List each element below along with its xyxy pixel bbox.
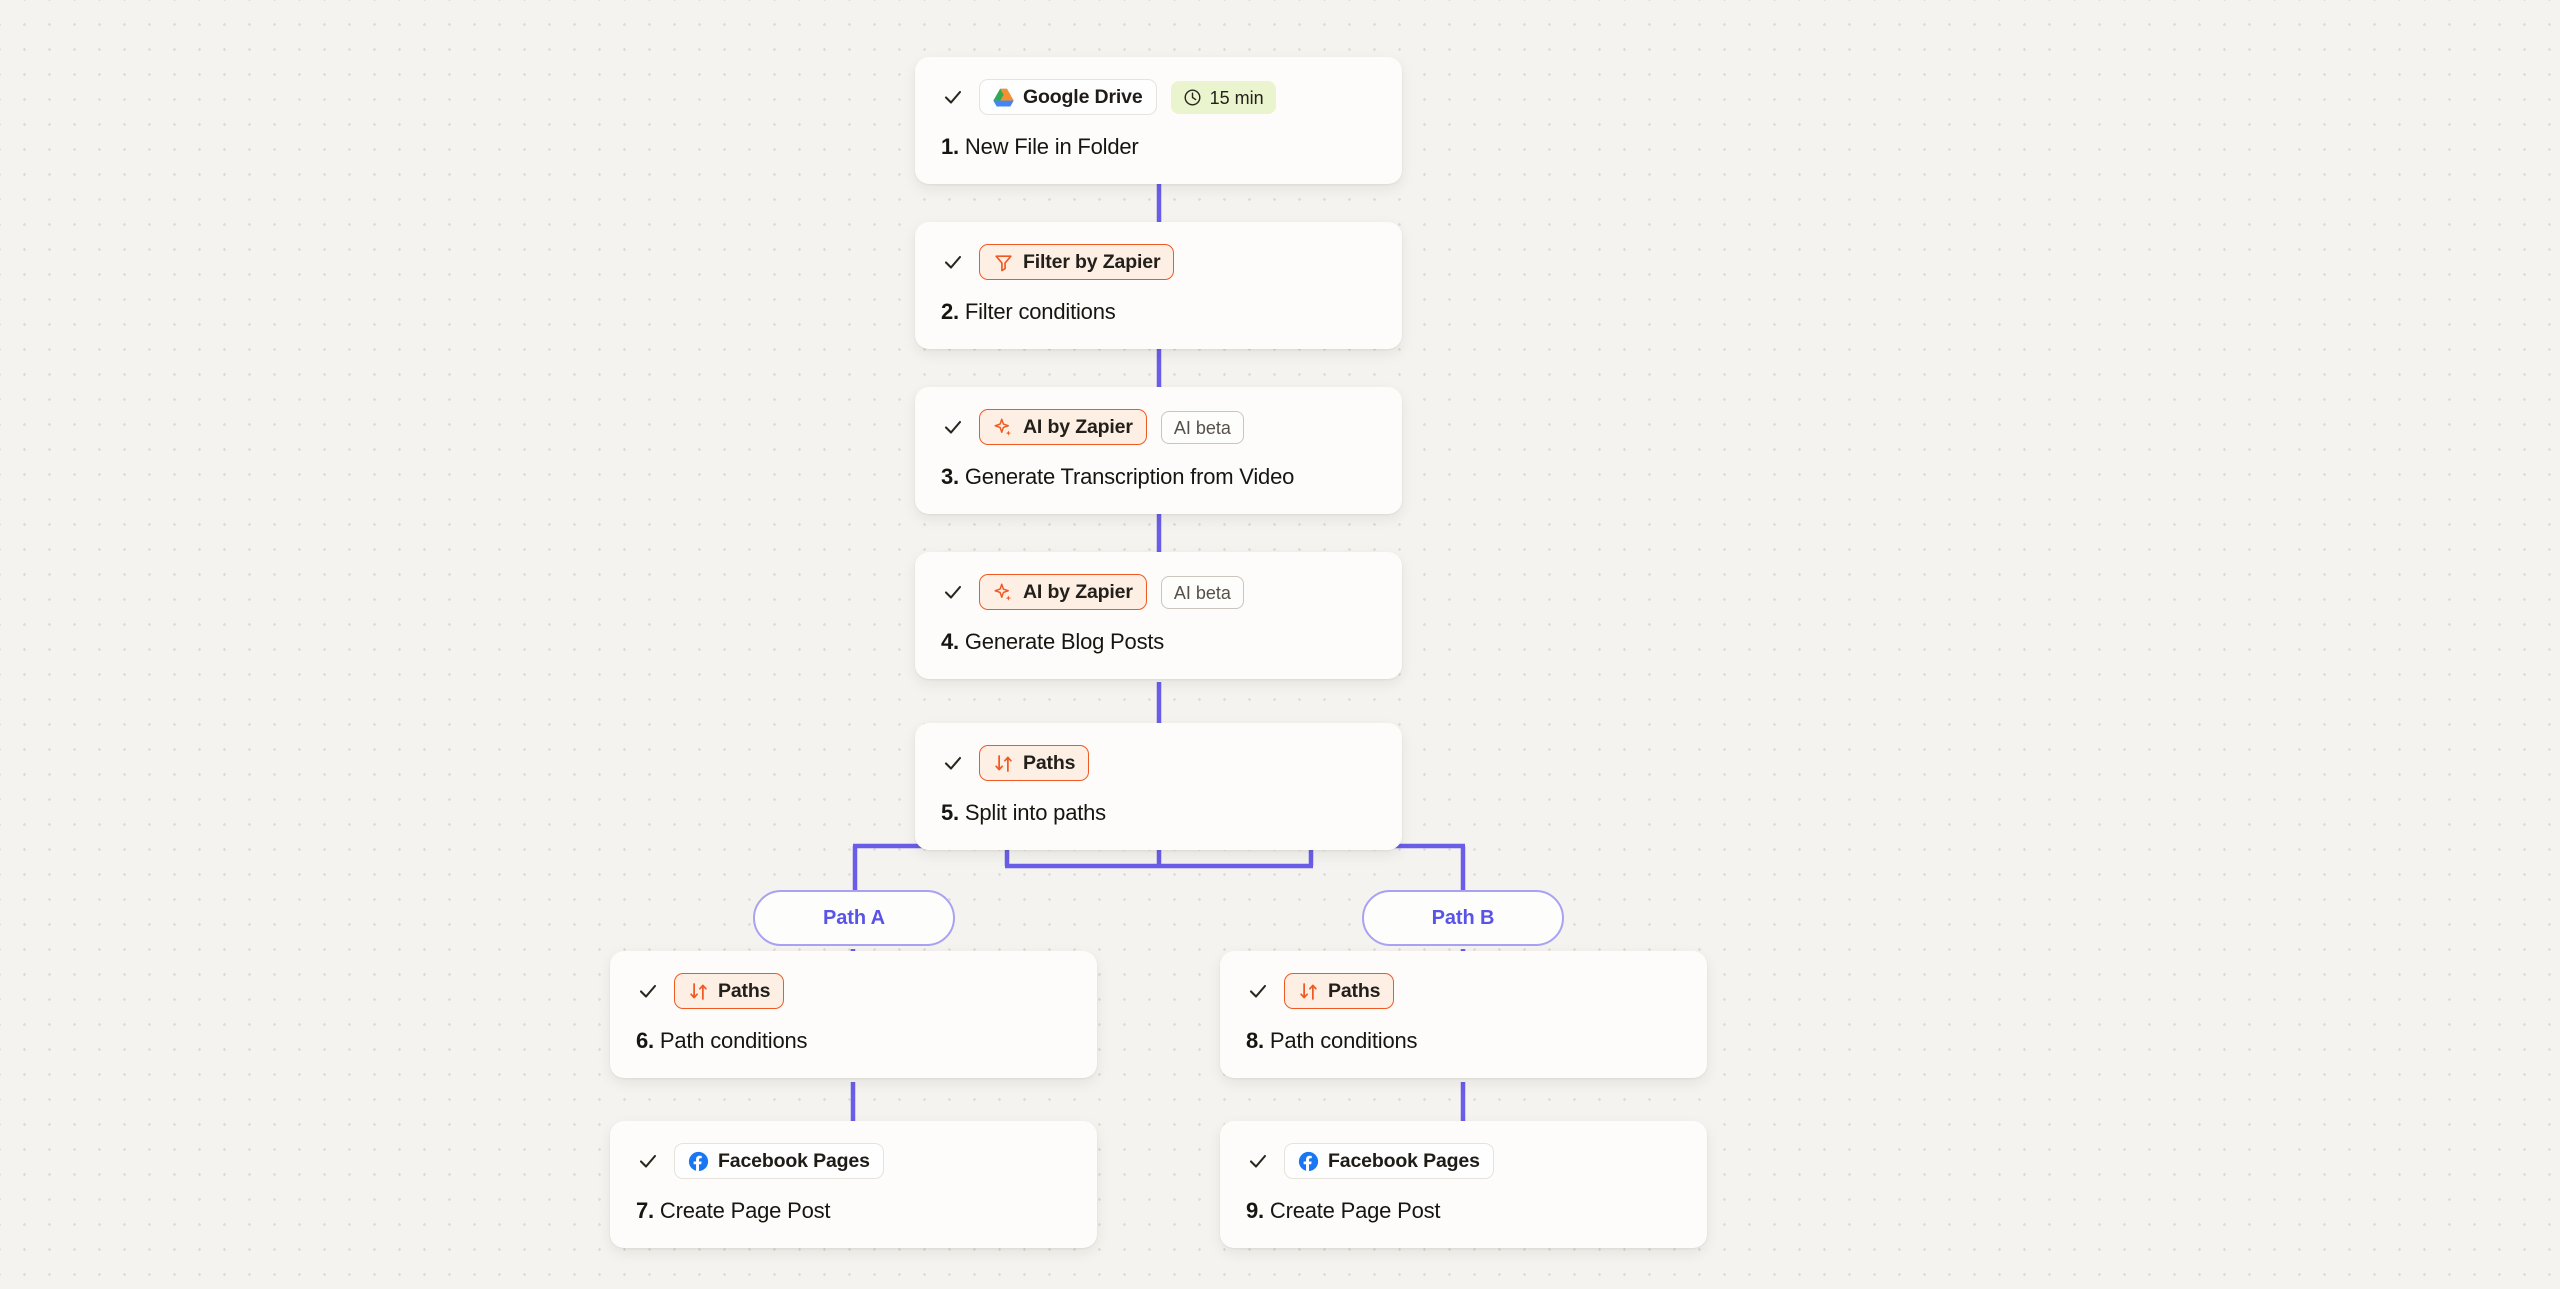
step-title: 2. Filter conditions xyxy=(941,299,1376,325)
app-chip-label: Filter by Zapier xyxy=(1023,250,1161,273)
app-chip-facebook-pages[interactable]: Facebook Pages xyxy=(1284,1143,1494,1179)
paths-icon xyxy=(690,982,707,1000)
step-card-9[interactable]: Facebook Pages 9. Create Page Post xyxy=(1220,1121,1707,1249)
check-icon[interactable] xyxy=(636,979,660,1003)
ai-beta-badge: AI beta xyxy=(1160,575,1244,609)
app-chip-label: Paths xyxy=(1023,751,1076,774)
step-name: Path conditions xyxy=(1269,1028,1418,1053)
step-number: 3. xyxy=(941,464,959,489)
duration-badge-label: 15 min xyxy=(1209,87,1264,108)
paths-icon xyxy=(995,754,1012,772)
step-card-header: Google Drive 15 min xyxy=(941,79,1376,115)
step-card-4[interactable]: AI by Zapier AI beta 4. Generate Blog Po… xyxy=(915,552,1402,680)
app-chip-label: Paths xyxy=(1328,979,1381,1002)
facebook-icon xyxy=(688,1151,709,1171)
step-number: 9. xyxy=(1246,1198,1264,1223)
step-number: 7. xyxy=(636,1198,654,1223)
step-card-6[interactable]: Paths 6. Path conditions xyxy=(610,951,1097,1079)
app-chip-paths[interactable]: Paths xyxy=(1284,973,1395,1009)
step-card-header: AI by Zapier AI beta xyxy=(941,574,1376,610)
step-name: New File in Folder xyxy=(964,134,1139,159)
path-pill-label: Path A xyxy=(823,906,885,929)
clock-icon xyxy=(1184,89,1201,105)
ai-beta-badge: AI beta xyxy=(1160,410,1244,444)
app-chip-label: Paths xyxy=(718,979,771,1002)
app-chip-paths[interactable]: Paths xyxy=(674,973,785,1009)
step-card-3[interactable]: AI by Zapier AI beta 3. Generate Transcr… xyxy=(915,387,1402,515)
step-card-header: AI by Zapier AI beta xyxy=(941,409,1376,445)
check-icon[interactable] xyxy=(941,580,965,604)
check-icon[interactable] xyxy=(636,1149,660,1173)
step-card-header: Paths xyxy=(1246,973,1681,1009)
step-number: 5. xyxy=(941,800,959,825)
app-chip-label: AI by Zapier xyxy=(1023,415,1133,438)
app-chip-label: Google Drive xyxy=(1023,85,1143,108)
app-chip-ai-by-zapier[interactable]: AI by Zapier xyxy=(979,409,1147,445)
step-card-header: Paths xyxy=(941,745,1376,781)
step-card-header: Facebook Pages xyxy=(636,1143,1071,1179)
path-pill-a[interactable]: Path A xyxy=(753,890,955,946)
paths-icon xyxy=(1300,982,1317,1000)
app-chip-google-drive[interactable]: Google Drive xyxy=(979,79,1157,115)
google-drive-icon xyxy=(993,88,1014,106)
step-title: 8. Path conditions xyxy=(1246,1028,1681,1054)
step-name: Create Page Post xyxy=(659,1198,831,1223)
check-icon[interactable] xyxy=(941,85,965,109)
app-chip-filter-by-zapier[interactable]: Filter by Zapier xyxy=(979,244,1175,280)
facebook-icon xyxy=(1298,1151,1319,1171)
step-number: 6. xyxy=(636,1028,654,1053)
check-icon[interactable] xyxy=(941,415,965,439)
step-name: Split into paths xyxy=(964,800,1106,825)
step-name: Generate Transcription from Video xyxy=(964,464,1295,489)
ai-beta-badge-label: AI beta xyxy=(1173,417,1231,438)
step-name: Path conditions xyxy=(659,1028,808,1053)
step-card-2[interactable]: Filter by Zapier 2. Filter conditions xyxy=(915,222,1402,350)
step-card-header: Paths xyxy=(636,973,1071,1009)
step-name: Create Page Post xyxy=(1269,1198,1441,1223)
ai-beta-badge-label: AI beta xyxy=(1173,582,1231,603)
check-icon[interactable] xyxy=(1246,1149,1270,1173)
step-card-1[interactable]: Google Drive 15 min 1. New File in Folde… xyxy=(915,57,1402,185)
app-chip-label: Facebook Pages xyxy=(718,1149,870,1172)
duration-badge: 15 min xyxy=(1170,80,1276,114)
check-icon[interactable] xyxy=(941,250,965,274)
step-title: 3. Generate Transcription from Video xyxy=(941,464,1376,490)
step-title: 6. Path conditions xyxy=(636,1028,1071,1054)
sparkle-icon xyxy=(994,583,1012,601)
app-chip-label: AI by Zapier xyxy=(1023,580,1133,603)
step-card-7[interactable]: Facebook Pages 7. Create Page Post xyxy=(610,1121,1097,1249)
step-card-8[interactable]: Paths 8. Path conditions xyxy=(1220,951,1707,1079)
step-number: 1. xyxy=(941,134,959,159)
app-chip-facebook-pages[interactable]: Facebook Pages xyxy=(674,1143,884,1179)
check-icon[interactable] xyxy=(941,751,965,775)
step-card-header: Filter by Zapier xyxy=(941,244,1376,280)
step-name: Generate Blog Posts xyxy=(964,629,1165,654)
step-title: 5. Split into paths xyxy=(941,800,1376,826)
step-title: 4. Generate Blog Posts xyxy=(941,629,1376,655)
step-title: 9. Create Page Post xyxy=(1246,1198,1681,1224)
step-number: 2. xyxy=(941,299,959,324)
step-title: 1. New File in Folder xyxy=(941,134,1376,160)
app-chip-label: Facebook Pages xyxy=(1328,1149,1480,1172)
step-number: 4. xyxy=(941,629,959,654)
step-card-header: Facebook Pages xyxy=(1246,1143,1681,1179)
step-title: 7. Create Page Post xyxy=(636,1198,1071,1224)
app-chip-ai-by-zapier[interactable]: AI by Zapier xyxy=(979,574,1147,610)
step-number: 8. xyxy=(1246,1028,1264,1053)
sparkle-icon xyxy=(994,418,1012,436)
app-chip-paths[interactable]: Paths xyxy=(979,745,1090,781)
path-pill-label: Path B xyxy=(1431,906,1495,929)
check-icon[interactable] xyxy=(1246,979,1270,1003)
path-pill-b[interactable]: Path B xyxy=(1362,890,1564,946)
step-card-5[interactable]: Paths 5. Split into paths xyxy=(915,723,1402,851)
filter-icon xyxy=(995,254,1012,271)
step-name: Filter conditions xyxy=(964,299,1116,324)
